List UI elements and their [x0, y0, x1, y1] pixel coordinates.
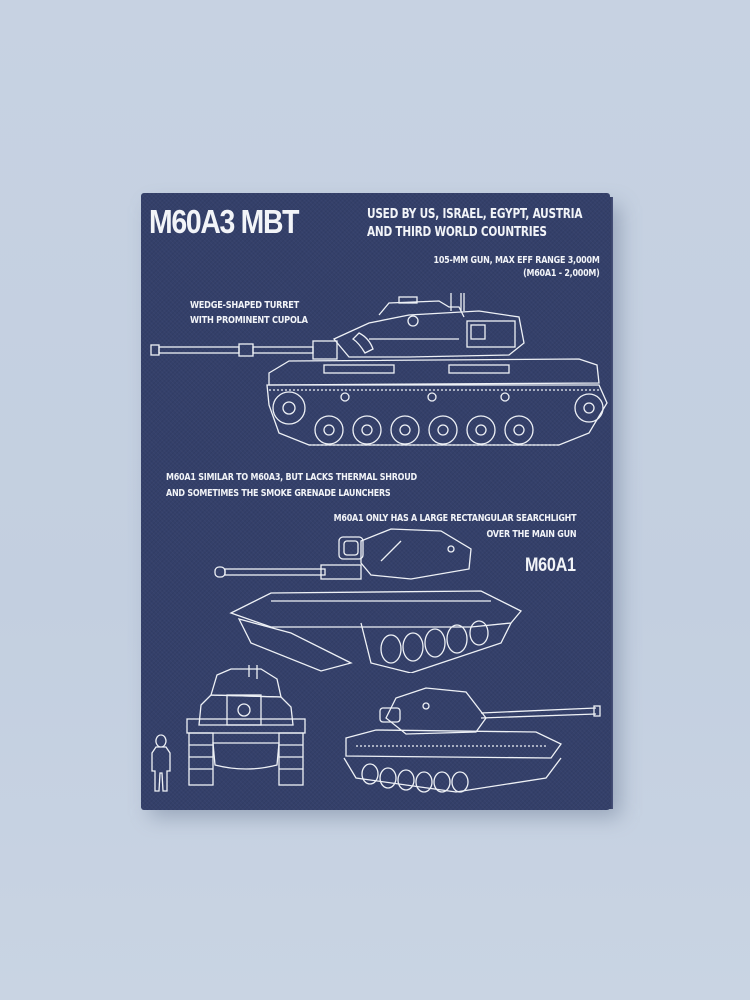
turret-line-1: WEDGE-SHAPED TURRET [190, 300, 299, 311]
turret-line-2: WITH PROMINENT CUPOLA [190, 315, 308, 326]
tank-front-view-icon [186, 665, 306, 786]
poster-title: M60A3 MBT [149, 203, 300, 240]
usage-line-1: USED BY US, ISRAEL, EGYPT, AUSTRIA [367, 206, 583, 222]
gun-annotation: 105-MM GUN, MAX EFF RANGE 3,000M (M60A1 … [434, 255, 600, 280]
gun-line-2: (M60A1 - 2,000M) [523, 267, 601, 279]
usage-line-2: AND THIRD WORLD COUNTRIES [367, 223, 547, 240]
similarity-annotation: M60A1 SIMILAR TO M60A3, BUT LACKS THERMA… [166, 470, 417, 502]
tank-three-quarter-front-icon [214, 528, 523, 673]
turret-annotation: WEDGE-SHAPED TURRET WITH PROMINENT CUPOL… [190, 298, 308, 328]
searchlight-annotation: M60A1 ONLY HAS A LARGE RECTANGULAR SEARC… [333, 511, 576, 543]
similar-line-2: AND SOMETIMES THE SMOKE GRENADE LAUNCHER… [166, 488, 391, 499]
canvas-print: M60A3 MBT USED BY US, ISRAEL, EGYPT, AUS… [141, 193, 610, 810]
similar-line-1: M60A1 SIMILAR TO M60A3, BUT LACKS THERMA… [166, 472, 417, 483]
tank-three-quarter-rear-icon [343, 687, 601, 793]
searchlight-line-1: M60A1 ONLY HAS A LARGE RECTANGULAR SEARC… [333, 513, 576, 524]
usage-note: USED BY US, ISRAEL, EGYPT, AUSTRIA AND T… [367, 206, 583, 242]
searchlight-line-2: OVER THE MAIN GUN [486, 529, 576, 540]
human-scale-figure-icon [151, 734, 171, 792]
gun-line-1: 105-MM GUN, MAX EFF RANGE 3,000M [433, 255, 600, 266]
canvas-edge [609, 197, 613, 809]
tank-side-view-icon [150, 293, 608, 446]
variant-label: M60A1 [525, 555, 576, 576]
